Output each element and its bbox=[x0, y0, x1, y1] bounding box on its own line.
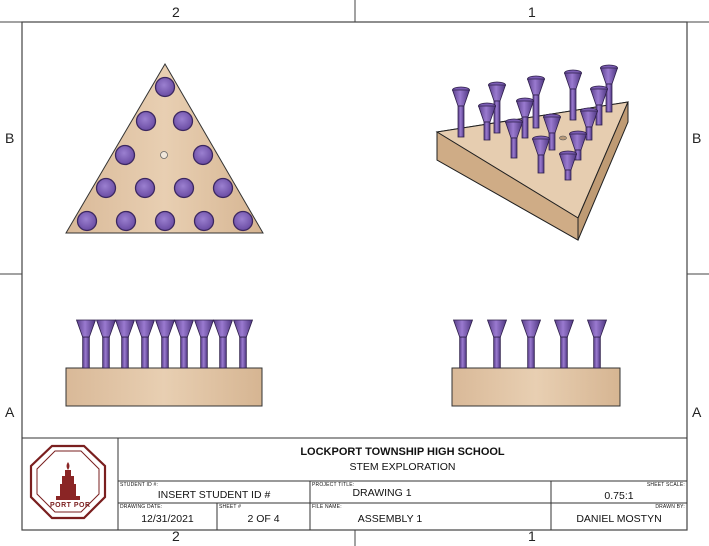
peg-hole bbox=[134, 177, 156, 199]
peg bbox=[193, 319, 215, 369]
zone-marker-right-a: A bbox=[692, 404, 702, 420]
school-name: LOCKPORT TOWNSHIP HIGH SCHOOL bbox=[300, 446, 505, 458]
peg bbox=[95, 319, 117, 369]
peg bbox=[154, 319, 176, 369]
front-pegs-left bbox=[75, 319, 254, 369]
zone-marker-left-b: B bbox=[5, 130, 15, 146]
isometric-view bbox=[435, 64, 629, 241]
iso-peg bbox=[526, 75, 546, 129]
drawn-by-label: DRAWN BY: bbox=[655, 504, 685, 510]
iso-peg bbox=[515, 97, 535, 139]
front-view-right bbox=[451, 319, 621, 407]
iso-peg bbox=[504, 118, 524, 159]
peg bbox=[520, 319, 542, 369]
peg-hole bbox=[76, 210, 98, 232]
peg bbox=[75, 319, 97, 369]
logo-text: PORT POR bbox=[50, 502, 91, 509]
peg bbox=[553, 319, 575, 369]
peg-hole bbox=[232, 210, 254, 232]
peg-hole bbox=[135, 110, 157, 132]
peg bbox=[173, 319, 195, 369]
peg-hole bbox=[173, 177, 195, 199]
iso-peg bbox=[579, 107, 599, 141]
peg-hole bbox=[154, 210, 176, 232]
peg bbox=[586, 319, 608, 369]
sheet-scale-label: SHEET SCALE: bbox=[646, 482, 685, 488]
peg bbox=[232, 319, 254, 369]
file-name-label: FILE NAME: bbox=[312, 504, 342, 510]
isometric-pegs bbox=[451, 64, 619, 181]
drawing-date-value: 12/31/2021 bbox=[141, 513, 194, 525]
front-pegs-right bbox=[452, 319, 608, 369]
peg-hole bbox=[115, 210, 137, 232]
sheet-number-value: 2 OF 4 bbox=[247, 513, 280, 525]
drawn-by-value: DANIEL MOSTYN bbox=[576, 513, 662, 525]
drawing-date-label: DRAWING DATE: bbox=[120, 504, 163, 510]
iso-peg bbox=[563, 69, 583, 121]
iso-peg bbox=[542, 113, 562, 151]
school-logo bbox=[29, 444, 107, 520]
iso-peg bbox=[477, 102, 497, 141]
top-view-triangle bbox=[65, 63, 264, 234]
project-title-value: DRAWING 1 bbox=[352, 487, 412, 499]
peg-hole bbox=[193, 210, 215, 232]
iso-peg bbox=[451, 86, 471, 138]
empty-hole bbox=[559, 135, 567, 141]
project-subtitle: STEM EXPLORATION bbox=[349, 461, 456, 473]
peg bbox=[114, 319, 136, 369]
peg bbox=[134, 319, 156, 369]
zone-marker-bottom-2: 2 bbox=[172, 528, 180, 544]
student-id-label: STUDENT ID #: bbox=[120, 482, 159, 488]
file-name-value: ASSEMBLY 1 bbox=[357, 513, 423, 525]
zone-marker-right-b: B bbox=[692, 130, 702, 146]
peg-hole bbox=[192, 144, 214, 166]
iso-peg bbox=[487, 81, 507, 134]
empty-hole bbox=[160, 151, 168, 159]
zone-marker-left-a: A bbox=[5, 404, 15, 420]
zone-marker-top-1: 1 bbox=[528, 4, 536, 20]
peg-hole bbox=[154, 76, 176, 98]
iso-peg bbox=[558, 150, 578, 181]
peg-holes bbox=[76, 76, 254, 232]
student-id-value[interactable]: INSERT STUDENT ID # bbox=[157, 489, 271, 501]
zone-marker-top-2: 2 bbox=[172, 4, 180, 20]
peg bbox=[452, 319, 474, 369]
peg-hole bbox=[95, 177, 117, 199]
peg-hole bbox=[172, 110, 194, 132]
title-block-frame bbox=[22, 437, 687, 530]
front-view-left bbox=[65, 319, 263, 407]
zone-marker-bottom-1: 1 bbox=[528, 528, 536, 544]
iso-peg bbox=[531, 135, 551, 174]
peg-hole bbox=[212, 177, 234, 199]
sheet-number-label: SHEET # bbox=[219, 504, 242, 510]
peg bbox=[486, 319, 508, 369]
iso-peg bbox=[589, 85, 609, 126]
peg bbox=[212, 319, 234, 369]
iso-peg bbox=[599, 64, 619, 113]
project-title-label: PROJECT TITLE: bbox=[312, 482, 355, 488]
peg-hole bbox=[114, 144, 136, 166]
iso-peg bbox=[568, 130, 588, 161]
sheet-scale-value: 0.75:1 bbox=[604, 490, 634, 502]
